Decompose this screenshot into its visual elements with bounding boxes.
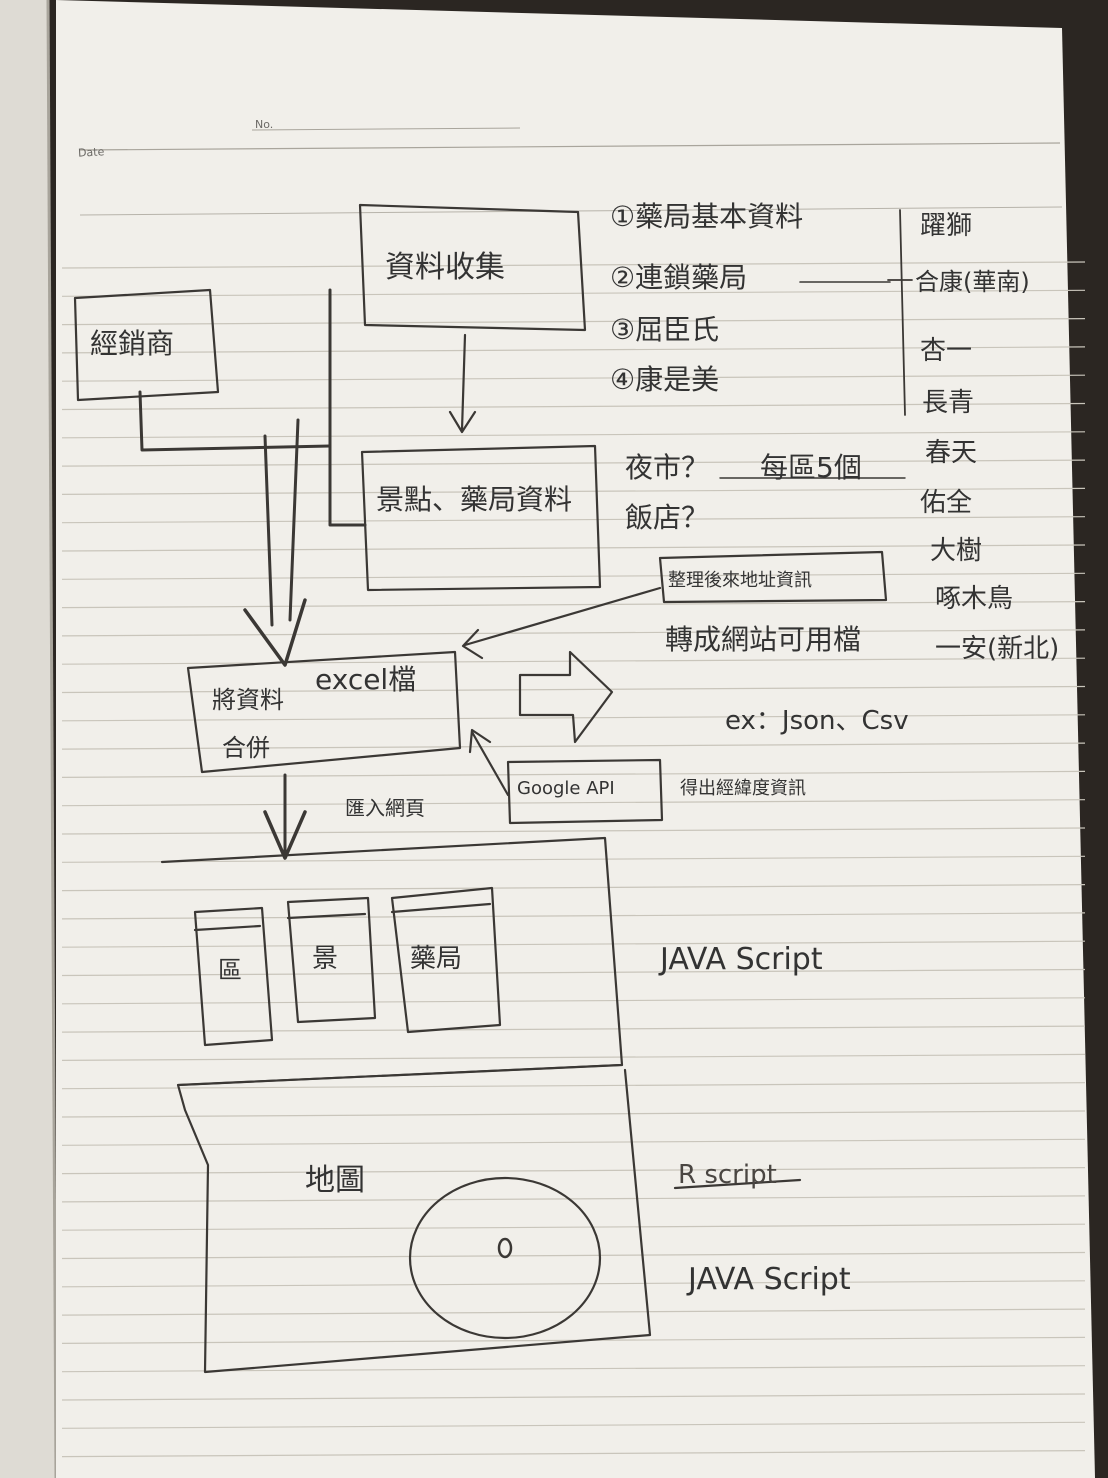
chain-item-2: 合康(華南) <box>915 268 1030 296</box>
convert-note: 轉成網站可用檔 <box>665 623 862 656</box>
ruled-line <box>61 685 1086 694</box>
address-box <box>658 550 888 604</box>
ruled-line <box>61 1138 1086 1146</box>
ruled-line <box>61 883 1086 892</box>
ruled-line <box>61 544 1086 552</box>
no-label: No. <box>255 118 274 131</box>
hotel-note: 飯店？ <box>625 501 710 534</box>
ruled-line <box>61 402 1086 411</box>
chain-item-9: 一安(新北) <box>935 634 1060 664</box>
districts-box <box>360 444 602 592</box>
ruled-line <box>61 374 1086 382</box>
example-note: ex：Json、Csv <box>725 706 909 736</box>
ruled-line <box>61 1280 1086 1288</box>
r-script-crossed-note: R script <box>678 1160 777 1190</box>
night-market-note: 夜市？ <box>625 451 710 484</box>
ruled-line <box>61 657 1086 665</box>
ruled-line <box>61 1393 1086 1401</box>
ruled-line <box>61 1421 1086 1429</box>
ruled-line <box>61 1251 1086 1260</box>
chain-item-6: 佑全 <box>920 488 973 518</box>
ruled-line <box>61 487 1086 495</box>
ruled-line <box>61 827 1086 835</box>
chain-item-7: 大樹 <box>930 536 983 566</box>
ruled-line <box>61 940 1086 948</box>
ruled-line <box>61 997 1086 1005</box>
tab-box-district <box>193 906 274 1047</box>
ruled-line <box>61 516 1086 524</box>
ruled-line <box>61 600 1086 609</box>
districts-label: 景點、藥局資料 <box>376 483 573 516</box>
ruled-line <box>61 459 1086 467</box>
ruled-line <box>61 261 1086 269</box>
source-item-1: ①藥局基本資料 <box>610 200 804 233</box>
ruled-line <box>61 912 1086 920</box>
map-circle <box>408 1176 602 1340</box>
webpage-box <box>160 836 652 1374</box>
ruled-line <box>61 855 1086 863</box>
ruled-line <box>61 968 1086 977</box>
ruled-line <box>61 1110 1086 1118</box>
ruled-line <box>61 799 1086 807</box>
ruled-line <box>61 1223 1086 1231</box>
lat-lng-note: 得出經緯度資訊 <box>680 778 806 799</box>
merge-excel-label: excel檔 <box>315 663 417 696</box>
chain-item-3: 杏一 <box>920 336 973 366</box>
ruled-line <box>61 770 1086 779</box>
merge-box <box>186 650 462 774</box>
tab-box-pharmacy <box>390 886 502 1034</box>
chain-item-1: 躍獅 <box>920 211 973 241</box>
distributor-label: 經銷商 <box>90 327 175 360</box>
ruled-line <box>61 1195 1086 1203</box>
ruled-line <box>61 431 1086 439</box>
address-label: 整理後來地址資訊 <box>668 570 812 591</box>
tab-attraction-label: 景 <box>312 944 339 974</box>
ruled-line <box>61 318 1086 326</box>
chain-item-5: 春天 <box>925 438 978 468</box>
date-label: Date <box>77 145 105 160</box>
source-item-2: ②連鎖藥局 <box>610 261 748 294</box>
map-label: 地圖 <box>305 1163 365 1198</box>
convert-arrow <box>518 650 614 744</box>
ruled-line <box>61 629 1086 637</box>
data-collection-label: 資料收集 <box>385 250 505 285</box>
ruled-line <box>61 1166 1086 1175</box>
ruled-line <box>61 1082 1086 1090</box>
tab-pharmacy-label: 藥局 <box>410 944 463 974</box>
distributor-box <box>73 288 220 402</box>
ruled-line <box>61 572 1086 580</box>
ruled-line <box>61 346 1086 354</box>
javascript-note-2: JAVA Script <box>688 1262 851 1297</box>
tab-box-attraction <box>286 896 377 1024</box>
google-box <box>506 758 664 825</box>
tab-district-label: 區 <box>218 956 242 984</box>
chain-item-8: 啄木鳥 <box>935 584 1014 614</box>
merge-label-line2: 合併 <box>222 734 270 762</box>
import-note: 匯入網頁 <box>345 796 425 820</box>
chain-item-4: 長青 <box>922 388 975 418</box>
javascript-note-1: JAVA Script <box>660 942 823 977</box>
google-api-label: Google API <box>517 778 615 799</box>
source-item-4: ④康是美 <box>610 363 720 396</box>
data-collection-box <box>358 203 587 332</box>
source-item-3: ③屈臣氏 <box>610 313 720 346</box>
per-district-note: 每區5個 <box>760 451 862 484</box>
ruled-line <box>61 1025 1086 1033</box>
ruled-line <box>61 1449 1086 1458</box>
ruled-line <box>61 289 1086 297</box>
ruled-line <box>61 1053 1086 1062</box>
merge-label-line1: 將資料 <box>212 686 284 714</box>
ruled-line <box>61 742 1086 750</box>
